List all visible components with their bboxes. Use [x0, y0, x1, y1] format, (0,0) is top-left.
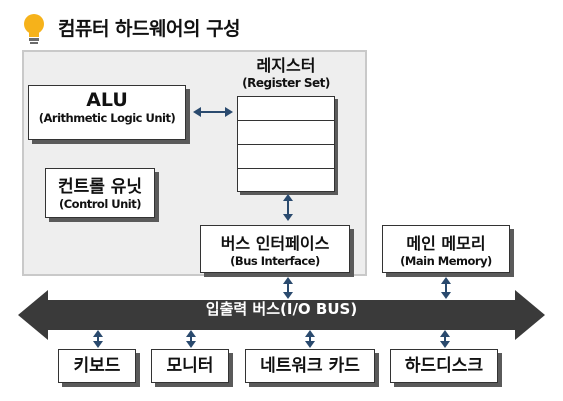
main-memory-label: 메인 메모리	[406, 234, 486, 253]
device-network-card: 네트워크 카드	[245, 349, 375, 383]
register-label: 레지스터	[256, 56, 316, 75]
register-stack	[237, 96, 335, 192]
register-cell	[238, 121, 334, 145]
control-unit-sublabel: (Control Unit)	[58, 197, 142, 211]
alu-register-arrow	[193, 107, 233, 117]
main-memory-box: 메인 메모리 (Main Memory)	[382, 225, 510, 273]
harddisk-bus-arrow	[440, 330, 450, 348]
bus-interface-box: 버스 인터페이스 (Bus Interface)	[200, 225, 350, 273]
device-monitor: 모니터	[151, 349, 229, 383]
device-keyboard: 키보드	[58, 349, 136, 383]
bus-interface-label: 버스 인터페이스	[220, 234, 330, 253]
register-businterface-arrow	[283, 194, 293, 221]
memory-bus-arrow	[441, 277, 451, 299]
alu-label: ALU	[86, 89, 128, 111]
lightbulb-icon	[24, 14, 44, 44]
diagram-title: 컴퓨터 하드웨어의 구성	[58, 18, 241, 40]
control-unit-label: 컨트롤 유닛	[57, 177, 143, 197]
bus-interface-sublabel: (Bus Interface)	[230, 254, 320, 268]
alu-sublabel: (Arithmetic Logic Unit)	[38, 111, 176, 125]
keyboard-bus-arrow	[93, 330, 103, 348]
network-card-bus-arrow	[305, 330, 315, 348]
control-unit-box: 컨트롤 유닛 (Control Unit)	[45, 168, 155, 218]
io-bus-label: 입출력 버스(I/O BUS)	[205, 300, 358, 318]
io-bus-arrow	[18, 290, 545, 340]
register-cell	[238, 97, 334, 121]
register-cell	[238, 145, 334, 169]
monitor-bus-arrow	[186, 330, 196, 348]
alu-box: ALU (Arithmetic Logic Unit)	[28, 85, 186, 140]
businterface-bus-arrow	[283, 277, 293, 299]
main-memory-sublabel: (Main Memory)	[400, 254, 492, 268]
register-sublabel: (Register Set)	[242, 76, 330, 90]
device-harddisk: 하드디스크	[390, 349, 498, 383]
